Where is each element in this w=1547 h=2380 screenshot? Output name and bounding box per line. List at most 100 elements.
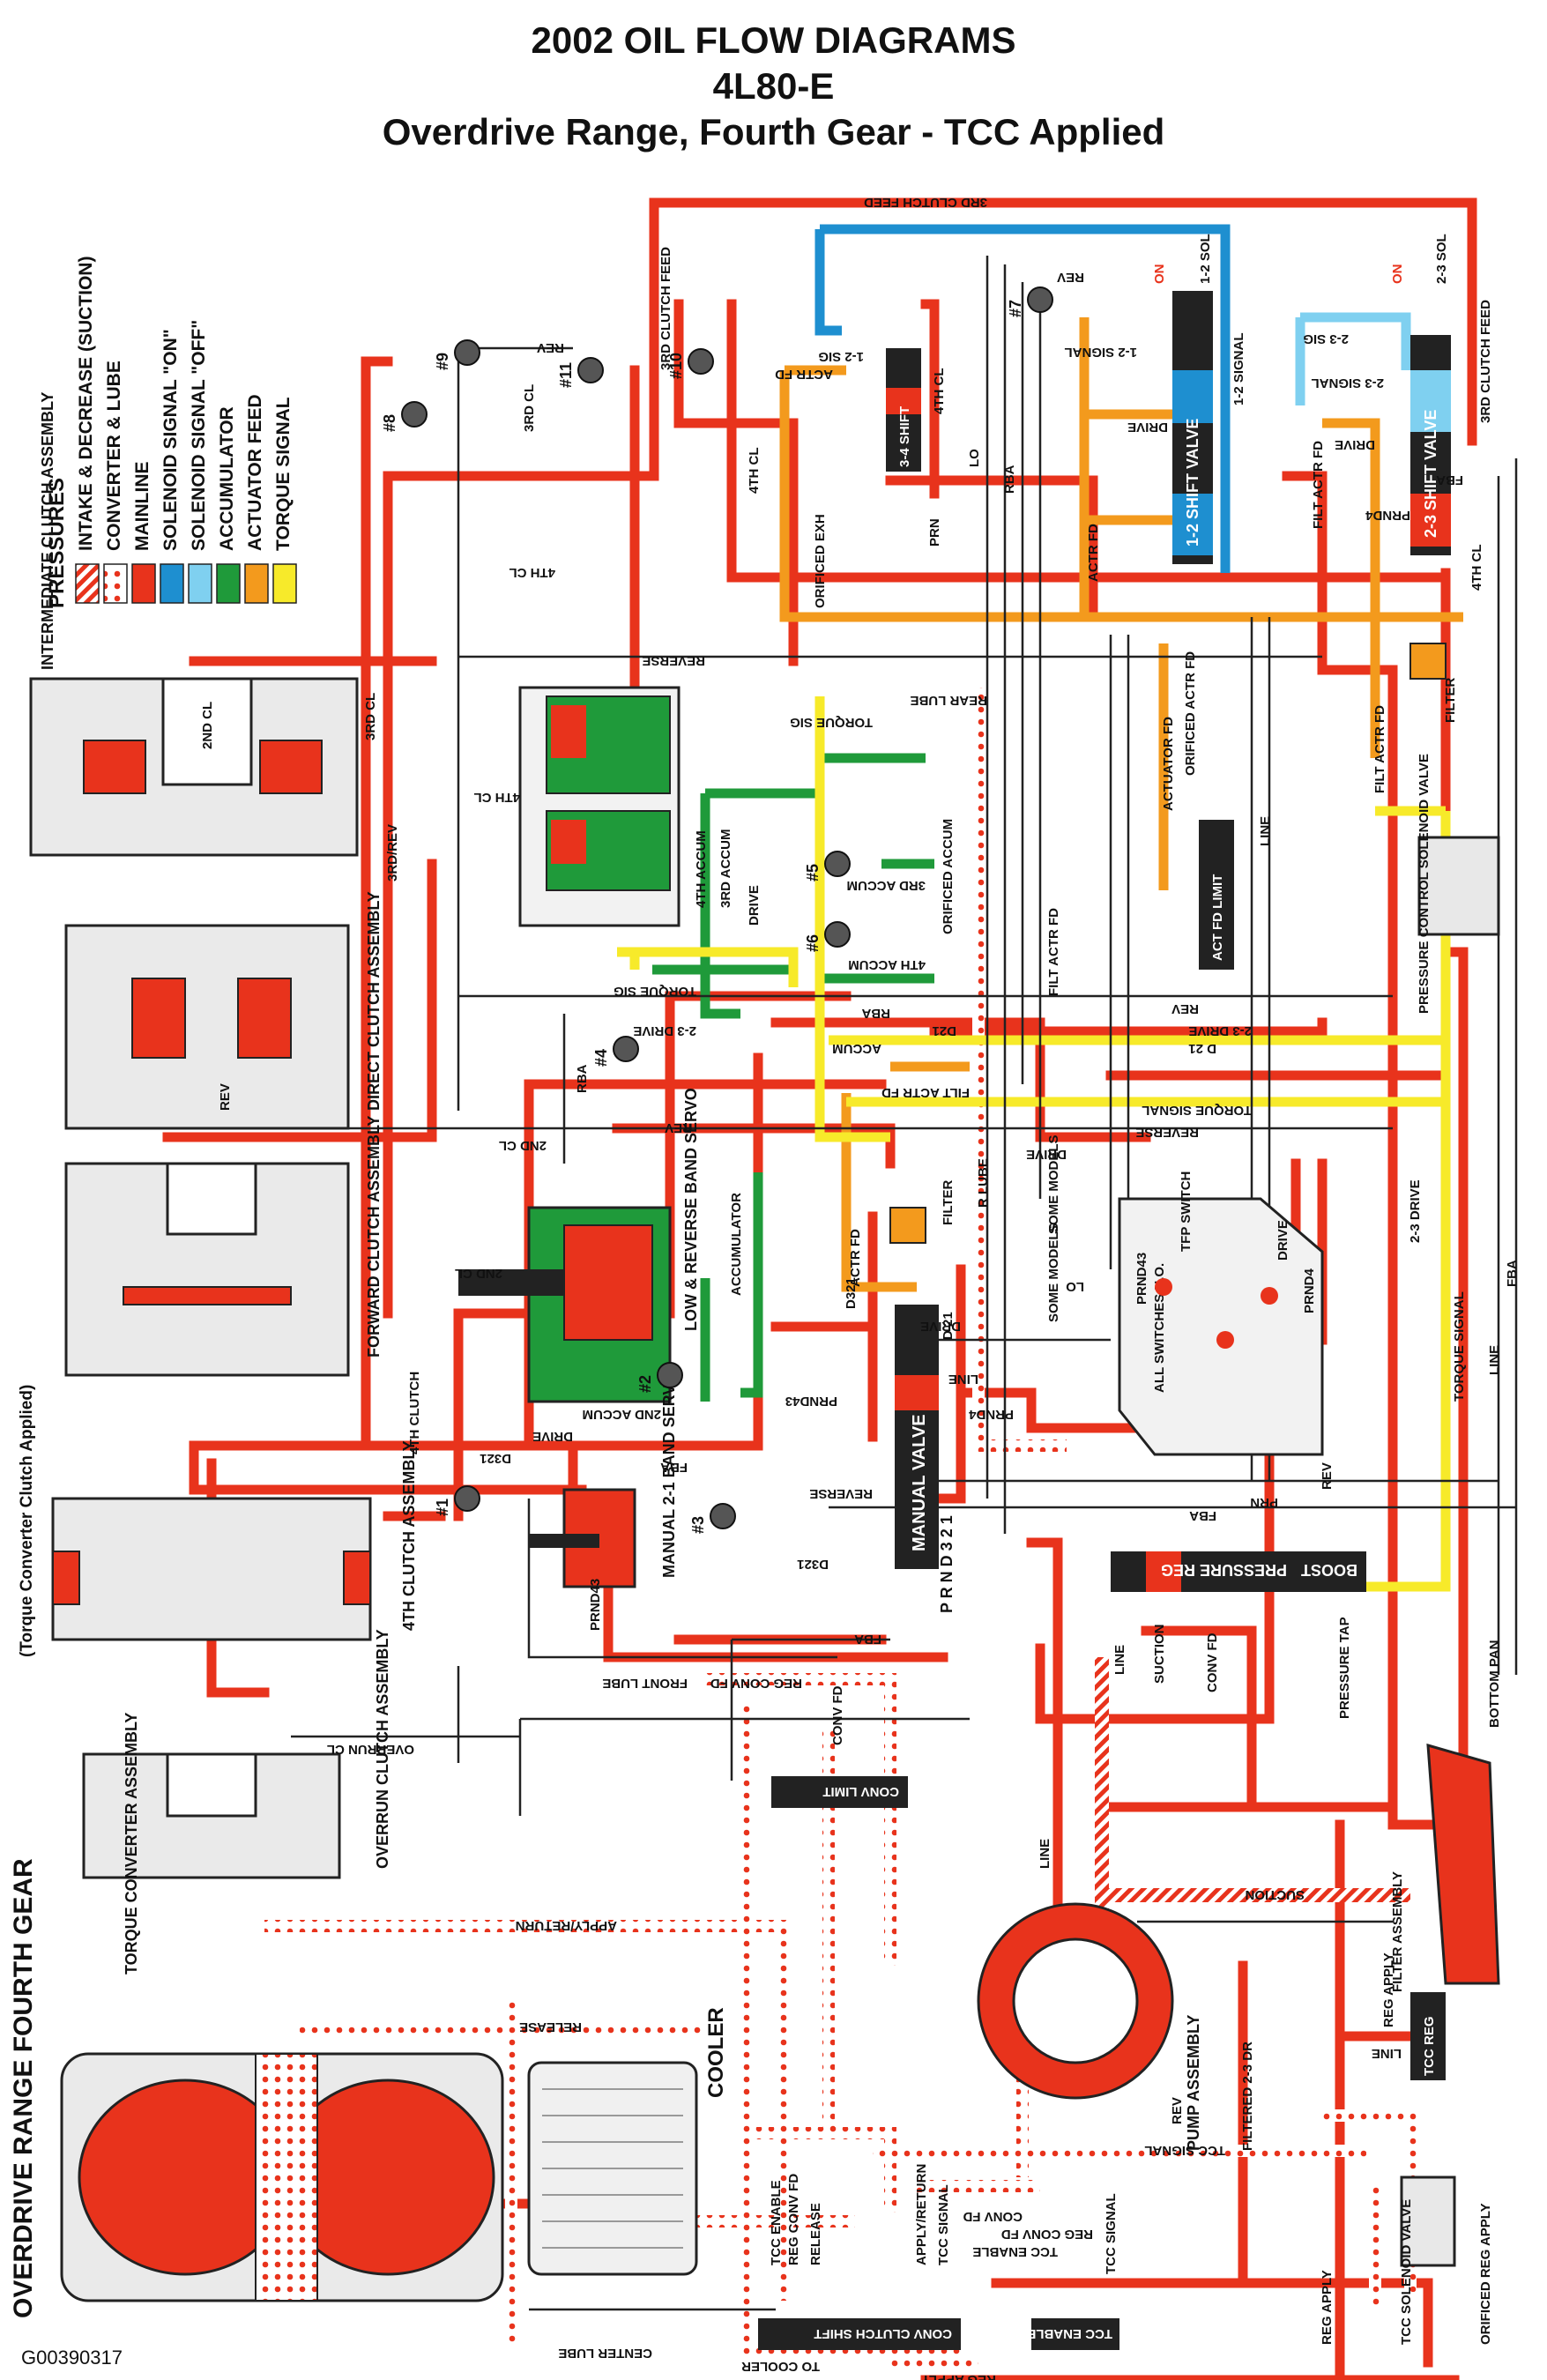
lbl-filtered-23-dr: FILTERED 2-3 DR [1240, 2042, 1255, 2151]
direct-clutch-label: DIRECT CLUTCH ASSEMBLY [365, 891, 383, 1111]
tcc-enable-valve: TCC ENABLE [1027, 2318, 1119, 2350]
manual-valve: MANUAL VALVE P R N D 3 2 1 [895, 1305, 956, 1613]
filter-upper-label: FILTER [1443, 677, 1458, 723]
lbl-torque-signal-a: TORQUE SIGNAL [1142, 1103, 1252, 1118]
torque-converter-assembly: TORQUE CONVERTER ASSEMBLY [60, 1713, 504, 2302]
legend-swatch [272, 563, 297, 604]
legend-swatch [75, 563, 100, 604]
lbl-line-e: LINE [1038, 1839, 1052, 1869]
pressure-control-solenoid: PRESSURE CONTROL SOLENOID VALVE [1417, 754, 1500, 1014]
tfp-switch-label: TFP SWITCH [1179, 1171, 1194, 1252]
checkball-icon [710, 1503, 736, 1529]
lbl-filt-actr-fd-c: FILT ACTR FD [1046, 908, 1061, 996]
legend-label: SOLENOID SIGNAL "ON" [160, 329, 181, 551]
lbl-drive-d: DRIVE [1026, 1147, 1067, 1162]
lbl-prnd4-c: PRND4 [1302, 1268, 1317, 1313]
actuator-feed-passages [779, 317, 1463, 1292]
act-fd-limit-valve: ACT FD LIMIT [1199, 820, 1234, 970]
lbl-actr-fd-c: ACTR FD [848, 1229, 863, 1287]
legend-swatch [131, 563, 156, 604]
lbl-3rd-clutch-feed-right: 3RD CLUTCH FEED [1478, 300, 1493, 423]
lbl-drive-c: DRIVE [747, 885, 762, 926]
solenoid-off-passages [1295, 312, 1411, 405]
lbl-2nd-cl-a: 2ND CL [200, 702, 215, 749]
lbl-line-c: LINE [1487, 1345, 1502, 1375]
lbl-line-b: LINE [948, 1372, 978, 1387]
lbl-3rd-cl-b: 3RD CL [363, 693, 378, 740]
lbl-fba-a: FBA [1436, 472, 1463, 487]
tcc-enable-label: TCC ENABLE [1027, 2326, 1112, 2341]
legend-label: INTAKE & DECREASE (SUCTION) [76, 257, 96, 551]
lbl-23-drive-b: 2-3 DRIVE [1188, 1023, 1252, 1038]
lbl-d321-c: D321 [797, 1557, 829, 1572]
lbl-suction-b: SUCTION [1246, 1887, 1305, 1902]
sol-12-on: ON [1152, 264, 1167, 285]
lbl-4th-cl-c: 4TH CL [509, 565, 556, 580]
lbl-actr-fd-b: ACTR FD [1086, 524, 1101, 582]
cooler-label: COOLER [704, 2007, 728, 2098]
mainline-passages [162, 197, 1477, 2380]
filter-upper: FILTER [1409, 643, 1458, 723]
lbl-release-b: RELEASE [808, 2203, 823, 2265]
lbl-rev-f: REV [1320, 1462, 1335, 1490]
lbl-rev-d: REV [218, 1083, 233, 1111]
sol-12-label: 1-2 SOL [1198, 234, 1213, 284]
lbl-23-sig: 2-3 SIG [1303, 331, 1349, 346]
conv-clutch-shift-valve: CONV CLUTCH SHIFT [758, 2318, 961, 2350]
checkball-label: #4 [592, 1049, 610, 1067]
lbl-rev-c: REV [1171, 1001, 1199, 1016]
lbl-reg-apply-c: REG APPLY [1320, 2270, 1335, 2345]
some-models-label-1: SOME MODELS [1046, 1134, 1061, 1234]
lbl-d21-a: D 21 [1188, 1041, 1216, 1056]
checkball-label: #5 [804, 864, 822, 881]
forward-clutch-assembly: FORWARD CLUTCH ASSEMBLY [64, 1116, 383, 1377]
lbl-center-lube: CENTER LUBE [558, 2346, 652, 2361]
legend-label: ACTUATOR FEED [245, 394, 265, 551]
lbl-fba-c: FBA [660, 1460, 688, 1475]
checkballs: #1#2#3#4#5#6#7#8#9#10#11 [381, 286, 1053, 1534]
lbl-reg-apply-b: REG APPLY [921, 2372, 996, 2380]
shift-valve-12: 1-2 SHIFT VALVE 1-2 SOL ON [1152, 234, 1213, 564]
lbl-prn-b: PRN [1250, 1495, 1278, 1510]
lbl-overrun-cl: OVERRUN CL [327, 1742, 414, 1757]
manual-valve-label: MANUAL VALVE [910, 1414, 929, 1551]
direct-clutch-assembly: DIRECT CLUTCH ASSEMBLY [64, 891, 383, 1130]
lbl-r-lube: R LUBE [976, 1158, 991, 1208]
fourth-clutch-assembly: 4TH CLUTCH ASSEMBLY [51, 1440, 418, 1641]
converter-lube-passages [264, 688, 1417, 2369]
boost-label: BOOST [1301, 1561, 1357, 1579]
lbl-orificed-actr-fd: ORIFICED ACTR FD [1183, 651, 1198, 776]
lbl-23-signal: 2-3 SIGNAL [1311, 376, 1384, 390]
lbl-filt-actr-fd-a: FILT ACTR FD [1311, 441, 1326, 529]
tcc-reg-valve: TCC REG [1410, 1992, 1446, 2080]
lbl-conv-fd-b: CONV FD [1205, 1633, 1220, 1692]
lbl-orificed-ex: ORIFICED EXH [813, 514, 828, 608]
lbl-3rd-cl-a: 3RD CL [522, 384, 537, 432]
pump-label: PUMP ASSEMBLY [1185, 2015, 1202, 2151]
pressure-regulator-valve: PRESSURE REG BOOST [1111, 1551, 1366, 1592]
legend-swatch [216, 563, 241, 604]
lbl-fba-d: FBA [1189, 1508, 1216, 1523]
passage-labels: 3RD CLUTCH FEED 3RD CLUTCH FEED 3RD CLUT… [200, 195, 1520, 2380]
lbl-drive-g: DRIVE [1276, 1220, 1290, 1261]
checkball-icon [613, 1036, 639, 1062]
lbl-3rd-clutch-feed-top: 3RD CLUTCH FEED [864, 195, 987, 210]
legend-label: CONVERTER & LUBE [104, 361, 124, 551]
pump-assembly: PUMP ASSEMBLY [977, 1902, 1202, 2151]
title-line-3: Overdrive Range, Fourth Gear - TCC Appli… [382, 111, 1165, 152]
lbl-2nd-cl-b: 2ND CL [499, 1138, 547, 1153]
lbl-reverse-c: REVERSE [809, 1486, 873, 1501]
lbl-reg-apply-a: REG APPLY [1381, 1952, 1396, 2027]
lbl-d321-a: D321 [844, 1277, 859, 1309]
lbl-torque-signal-b: TORQUE SIGNAL [1452, 1291, 1467, 1402]
legend-label: SOLENOID SIGNAL "OFF" [189, 320, 209, 551]
tcc-solenoid-label: TCC SOLENOID VALVE [1399, 2199, 1414, 2345]
lbl-4th-clutch: 4TH CLUTCH [407, 1372, 422, 1454]
title-line-2: 4L80-E [712, 65, 835, 107]
exhaust-passages [220, 256, 1518, 2311]
legend-swatch [160, 563, 184, 604]
lbl-rear-lube: REAR LUBE [910, 693, 987, 708]
checkball-icon [1027, 286, 1053, 313]
lbl-rba-c: RBA [575, 1064, 590, 1093]
manual-21-band-servo: MANUAL 2-1 BAND SERVO [529, 1372, 678, 1588]
